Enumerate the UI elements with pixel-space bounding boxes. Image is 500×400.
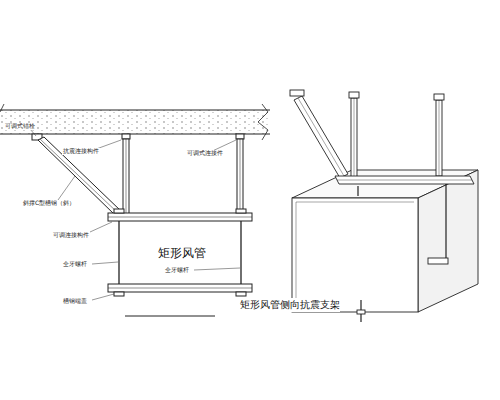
- support-3d: [290, 90, 474, 322]
- ceiling-slab: [0, 104, 270, 140]
- figure-caption: 矩形风管侧向抗震支架: [240, 298, 340, 312]
- part-callout: 全牙螺杆: [62, 261, 88, 268]
- underline: [125, 316, 215, 317]
- part-callout: 可调式锚栓: [4, 123, 36, 130]
- hanger-rods: [119, 134, 244, 290]
- part-callout: 槽钢端盖: [62, 298, 88, 305]
- part-callout: 全牙螺杆: [164, 267, 190, 274]
- part-callout: 抗震连接构件: [62, 148, 100, 155]
- duct-label: 矩形风管: [158, 245, 206, 262]
- duct-section: 矩形风管: [127, 223, 237, 283]
- duct-3d: [292, 170, 478, 312]
- part-callout: 可调连接构件: [52, 232, 90, 239]
- c-channels: [108, 209, 252, 296]
- part-callout: 可调式连接件: [186, 150, 224, 157]
- part-callout: 斜撑C型槽钢（斜）: [22, 200, 76, 207]
- leader-lines: [30, 129, 240, 300]
